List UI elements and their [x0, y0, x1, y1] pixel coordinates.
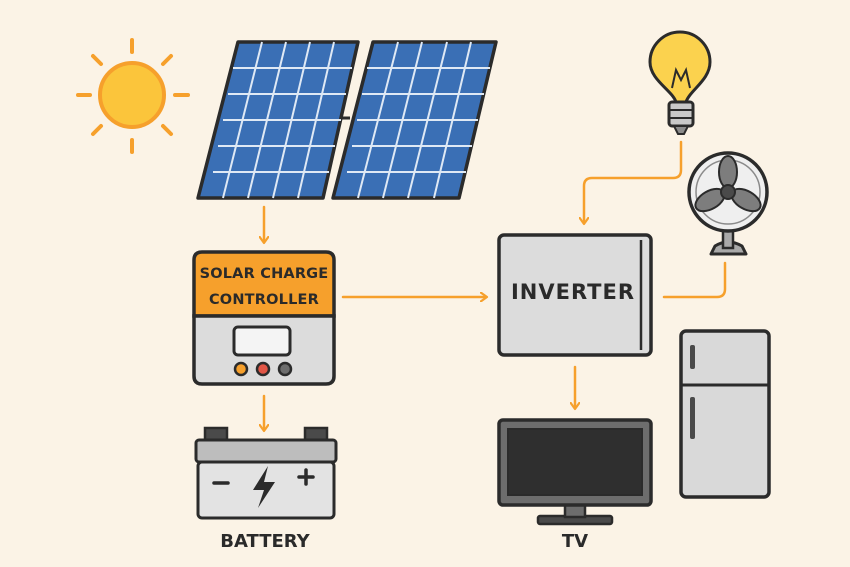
inverter-title: INVERTER	[510, 280, 636, 304]
controller-title-line1: SOLAR CHARGE	[199, 266, 329, 282]
sun-icon	[76, 38, 190, 154]
charge-controller	[192, 250, 336, 386]
light-bulb-icon	[648, 30, 712, 135]
line-inverter-to-fan	[662, 261, 727, 299]
inverter-box	[497, 233, 653, 357]
battery-icon	[194, 426, 338, 520]
tv-label: TV	[561, 531, 589, 552]
power-flow-arrows	[264, 140, 727, 430]
lightning-icon	[253, 466, 275, 508]
arrow-bulb-to-inverter	[584, 140, 683, 223]
solar-panel-icon	[196, 40, 498, 200]
television-icon	[497, 418, 653, 526]
refrigerator-icon	[679, 329, 771, 499]
controller-display	[232, 325, 292, 357]
fan-icon	[687, 151, 769, 256]
controller-title: SOLAR CHARGE CONTROLLER	[194, 261, 334, 313]
battery-label: BATTERY	[220, 531, 310, 552]
controller-title-line2: CONTROLLER	[208, 292, 320, 308]
